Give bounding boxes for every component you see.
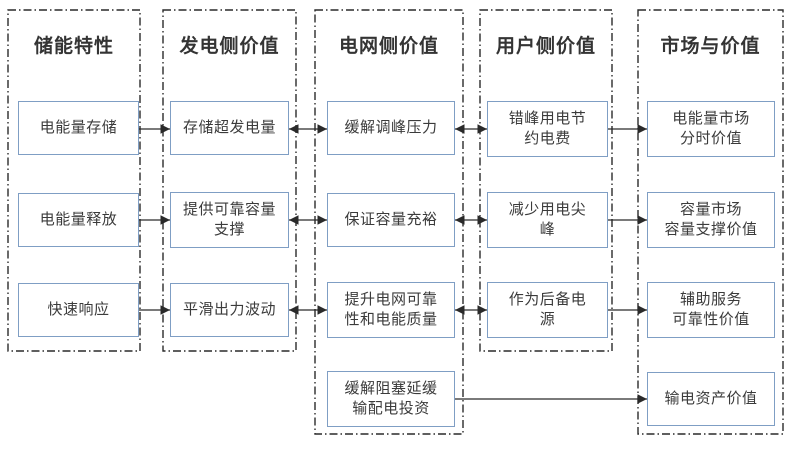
- box-capacity-market-support-value: 容量市场 容量支撑价值: [647, 192, 775, 248]
- box-backup-power-source: 作为后备电 源: [487, 282, 608, 338]
- box-energy-release: 电能量释放: [18, 193, 139, 247]
- box-energy-market-tou-value: 电能量市场 分时价值: [647, 101, 775, 157]
- box-transmission-asset-value: 输电资产价值: [647, 372, 775, 426]
- box-relieve-congestion-defer-investment: 缓解阻塞延缓 输配电投资: [327, 371, 455, 427]
- column-title-generation-side-value: 发电侧价值: [179, 36, 280, 57]
- box-reliable-capacity-support: 提供可靠容量 支撑: [170, 192, 289, 248]
- box-smooth-output-fluctuation: 平滑出力波动: [170, 283, 289, 337]
- box-ensure-capacity-adequacy: 保证容量充裕: [327, 193, 455, 247]
- box-offpeak-usage-save-bills: 错峰用电节 约电费: [487, 101, 608, 157]
- box-reduce-peak-demand: 减少用电尖 峰: [487, 192, 608, 248]
- column-outline-generation-side-value: [162, 9, 297, 352]
- box-improve-grid-reliability-power-quality: 提升电网可靠 性和电能质量: [327, 282, 455, 338]
- box-ancillary-service-reliability-value: 辅助服务 可靠性价值: [647, 282, 775, 338]
- column-outline-user-side-value: [479, 9, 613, 352]
- box-fast-response: 快速响应: [18, 283, 139, 337]
- box-store-surplus-generation: 存储超发电量: [170, 101, 289, 155]
- box-relieve-peak-regulation-pressure: 缓解调峰压力: [327, 101, 455, 155]
- column-title-grid-side-value: 电网侧价值: [338, 36, 439, 57]
- column-outline-storage-characteristics: [7, 9, 141, 352]
- column-title-storage-characteristics: 储能特性: [33, 36, 114, 57]
- column-title-market-and-value: 市场与价值: [660, 36, 761, 57]
- column-title-user-side-value: 用户侧价值: [495, 36, 596, 57]
- box-energy-storage: 电能量存储: [18, 101, 139, 155]
